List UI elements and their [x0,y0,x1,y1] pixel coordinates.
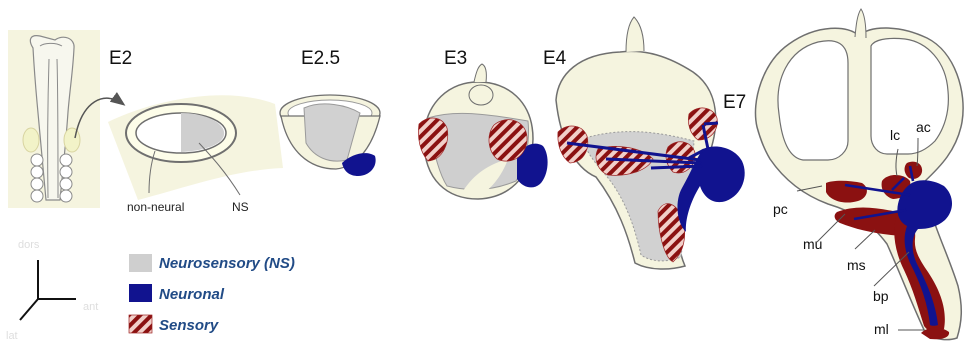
stage-label-e7: E7 [723,92,746,113]
legend-swatch-neuronal [129,284,152,302]
e2-label-ns: NS [232,200,249,214]
e2-label-non-neural: non-neural [127,200,184,214]
e4-otocyst [556,17,745,269]
embryo-schematic [8,30,123,208]
legend-swatch-neurosensory [129,254,152,272]
e7-label-ms: ms [847,257,866,273]
stage-label-e3: E3 [444,48,467,69]
axis-label-dors: dors [18,239,40,251]
axis-label-lat: lat [6,330,18,342]
legend: Neurosensory (NS) Neuronal Sensory [129,254,295,334]
e7-label-ml: ml [874,321,889,337]
legend-swatch-sensory [129,315,152,333]
e2-placode: non-neural NS [108,95,283,214]
e7-label-pc: pc [773,201,788,217]
e7-label-bp: bp [873,288,889,304]
stage-label-e2: E2 [109,48,132,69]
orientation-axes: dors ant lat [6,239,98,342]
e25-otic-cup [280,95,380,176]
e7-inner-ear: lc ac pc mu ms bp ml [755,9,963,340]
e7-label-mu: mu [803,236,822,252]
axis-label-ant: ant [83,301,98,313]
e3-otocyst [418,64,547,199]
legend-label-neuronal: Neuronal [159,286,225,303]
stage-label-e25: E2.5 [301,48,340,69]
legend-label-neurosensory: Neurosensory (NS) [159,255,295,272]
e7-label-lc: lc [890,127,900,143]
stage-label-e4: E4 [543,48,567,69]
e7-label-ac: ac [916,119,931,135]
legend-label-sensory: Sensory [159,317,219,334]
